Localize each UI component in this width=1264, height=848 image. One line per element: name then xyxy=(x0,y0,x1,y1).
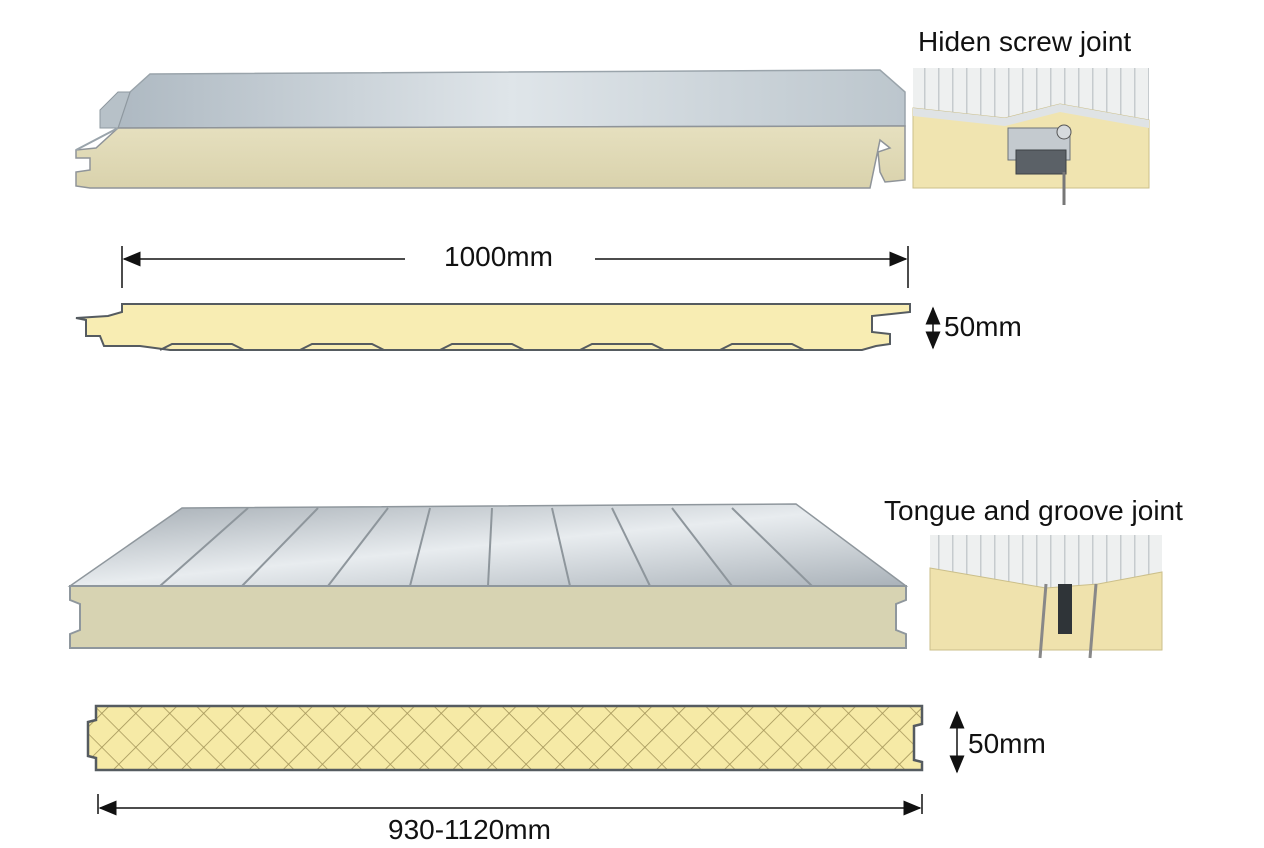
top-cross-section xyxy=(75,303,911,351)
tongue-groove-joint-photo xyxy=(929,535,1163,659)
tongue-groove-joint-title: Tongue and groove joint xyxy=(884,495,1183,526)
bottom-width-label: 930-1120mm xyxy=(388,814,551,845)
bottom-panel-photo xyxy=(67,503,909,649)
hidden-screw-joint-photo xyxy=(912,68,1150,205)
bottom-cross-section xyxy=(86,704,924,772)
bottom-width-dimension xyxy=(97,794,923,816)
top-thickness-label: 50mm xyxy=(944,311,1022,342)
top-panel-photo xyxy=(75,69,906,189)
top-width-dimension xyxy=(121,246,909,288)
bottom-thickness-label: 50mm xyxy=(968,728,1046,759)
top-width-label: 1000mm xyxy=(444,241,553,272)
hidden-screw-joint-title: Hiden screw joint xyxy=(918,26,1132,57)
